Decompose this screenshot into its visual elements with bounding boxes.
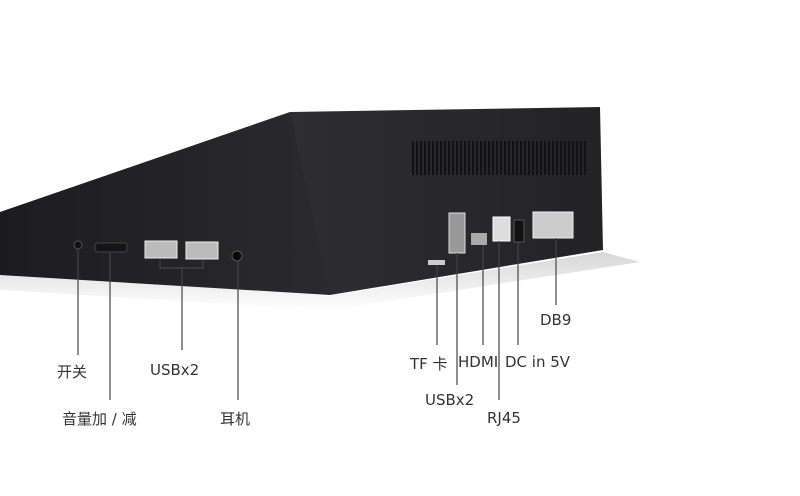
vent-slot [520,141,522,175]
vent-slot [444,141,446,175]
dc-jack [513,219,525,243]
vent-slot [516,141,518,175]
vent-slot [572,141,574,175]
vent-slot [508,141,510,175]
label-rj45: RJ45 [487,409,521,427]
vent-slot [560,141,562,175]
vent-slot [456,141,458,175]
vent-slot [496,141,498,175]
db9-port [532,211,574,239]
device-shadow [0,252,640,310]
vent-slot [524,141,526,175]
vent-slot [468,141,470,175]
hdmi-port [471,233,487,245]
vent-slot [564,141,566,175]
label-power: 开关 [57,363,88,381]
vent-slot [420,141,422,175]
leader-lines [77,238,557,400]
vent-slot [532,141,534,175]
volume-rocker [94,242,128,253]
vent-slot [584,141,586,175]
vent-slot [512,141,514,175]
vent-slot [492,141,494,175]
vent-slot [576,141,578,175]
vent-slot [416,141,418,175]
vent-slot [472,141,474,175]
vent-slot [568,141,570,175]
label-db9: DB9 [540,311,572,329]
power-button [73,240,83,250]
rj45-port [492,216,511,242]
vent-slot [500,141,502,175]
vent-slot [548,141,550,175]
vent-slot [552,141,554,175]
vent-slot [464,141,466,175]
label-hdmi: HDMI [458,353,499,371]
vent-slot [580,141,582,175]
usb-port-1 [144,240,178,259]
vent-slot [528,141,530,175]
vent-slot [556,141,558,175]
vent-grill [412,141,586,175]
vent-slot [452,141,454,175]
vent-slot [488,141,490,175]
vent-slot [412,141,414,175]
vent-slot [428,141,430,175]
vent-slot [544,141,546,175]
usb-port-2 [185,241,219,260]
label-headphone: 耳机 [220,410,251,428]
vent-slot [476,141,478,175]
vent-slot [484,141,486,175]
label-usb-right: USBx2 [425,391,475,409]
label-dc: DC in 5V [505,353,571,371]
vent-slot [432,141,434,175]
vent-slot [504,141,506,175]
label-volume: 音量加 / 减 [62,410,137,428]
label-usb-left: USBx2 [150,361,200,379]
label-tf: TF 卡 [410,355,448,373]
vent-slot [424,141,426,175]
usb-port-stack [448,212,466,254]
vent-slot [536,141,538,175]
device-left-face [0,112,330,295]
tf-slot [428,260,445,265]
vent-slot [460,141,462,175]
vent-slot [540,141,542,175]
vent-slot [480,141,482,175]
vent-slot [448,141,450,175]
vent-slot [436,141,438,175]
headphone-jack [231,250,243,262]
vent-slot [440,141,442,175]
